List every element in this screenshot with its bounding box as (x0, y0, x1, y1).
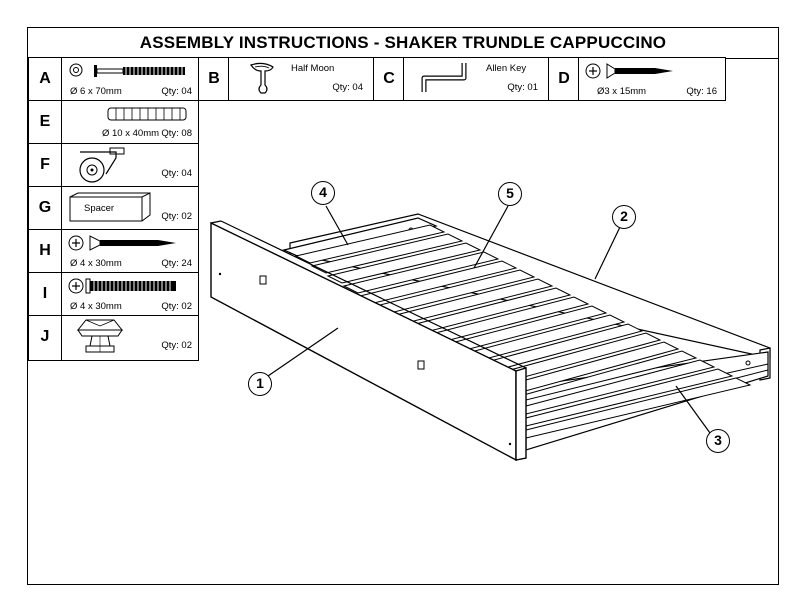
part-qty-h: Qty: 24 (161, 258, 192, 269)
part-name-b: Half Moon (291, 63, 335, 74)
part-detail-i: Ø 4 x 30mm Qty: 02 (61, 272, 199, 316)
machine-screw-icon (68, 278, 176, 294)
part-letter-c: C (383, 70, 395, 87)
slats (294, 224, 752, 439)
part-cell-j: J (28, 315, 62, 361)
part-qty-b: Qty: 04 (332, 82, 363, 93)
part-qty-e: Qty: 08 (161, 128, 192, 139)
wood-screw-icon (585, 63, 673, 79)
part-detail-h: Ø 4 x 30mm Qty: 24 (61, 229, 199, 273)
part-qty-a: Qty: 04 (161, 86, 192, 97)
callout-2: 2 (612, 205, 636, 229)
knob-icon (76, 319, 124, 353)
wooden-dowel-icon (107, 107, 187, 121)
part-detail-f: Qty: 04 (61, 143, 199, 187)
part-qty-d: Qty: 16 (686, 86, 717, 97)
part-qty-g: Qty: 02 (161, 211, 192, 222)
part-cell-c: C (373, 57, 404, 101)
part-letter-e: E (39, 113, 51, 130)
callout-4: 4 (311, 181, 335, 205)
front-panel (210, 220, 527, 462)
instruction-sheet: ASSEMBLY INSTRUCTIONS - SHAKER TRUNDLE C… (27, 27, 779, 585)
part-letter-a: A (39, 70, 51, 87)
part-letter-i: I (42, 285, 48, 302)
part-qty-j: Qty: 02 (161, 340, 192, 351)
part-detail-e: Ø 10 x 40mm Qty: 08 (61, 100, 199, 144)
part-letter-f: F (40, 156, 50, 173)
callout-3: 3 (706, 429, 730, 453)
part-letter-j: J (40, 328, 50, 345)
wood-screw-icon (68, 235, 176, 251)
part-detail-c: Allen Key Qty: 01 (403, 57, 549, 101)
part-qty-c: Qty: 01 (507, 82, 538, 93)
part-detail-j: Qty: 02 (61, 315, 199, 361)
castor-wheel-icon (79, 147, 125, 183)
part-cell-h: H (28, 229, 62, 273)
part-spec-h: Ø 4 x 30mm (70, 258, 122, 269)
part-letter-h: H (39, 242, 51, 259)
part-detail-d: Ø3 x 15mm Qty: 16 (578, 57, 726, 101)
part-letter-g: G (38, 199, 52, 216)
part-spec-e: Ø 10 x 40mm (102, 128, 160, 139)
spacer-block-icon (69, 192, 151, 222)
part-qty-f: Qty: 04 (161, 168, 192, 179)
part-spec-i: Ø 4 x 30mm (70, 301, 122, 312)
part-qty-i: Qty: 02 (161, 301, 192, 312)
part-name-g: Spacer (84, 203, 115, 214)
callout-1: 1 (248, 372, 272, 396)
part-spec-a: Ø 6 x 70mm (70, 86, 122, 97)
callout-5: 5 (498, 182, 522, 206)
part-name-c: Allen Key (486, 63, 527, 74)
part-letter-b: B (208, 70, 220, 87)
allen-key-icon (421, 63, 467, 92)
part-detail-g: Spacer Qty: 02 (61, 186, 199, 230)
part-spec-d: Ø3 x 15mm (597, 86, 647, 97)
trundle-drawer-drawing (210, 205, 771, 462)
bolt-with-washer-icon (69, 63, 185, 77)
part-detail-b: Half Moon Qty: 04 (228, 57, 374, 101)
side-panel (282, 217, 438, 259)
part-letter-d: D (558, 70, 570, 87)
half-moon-handle-icon (250, 62, 274, 94)
leader-lines (267, 205, 711, 434)
part-cell-e: E (28, 100, 62, 144)
